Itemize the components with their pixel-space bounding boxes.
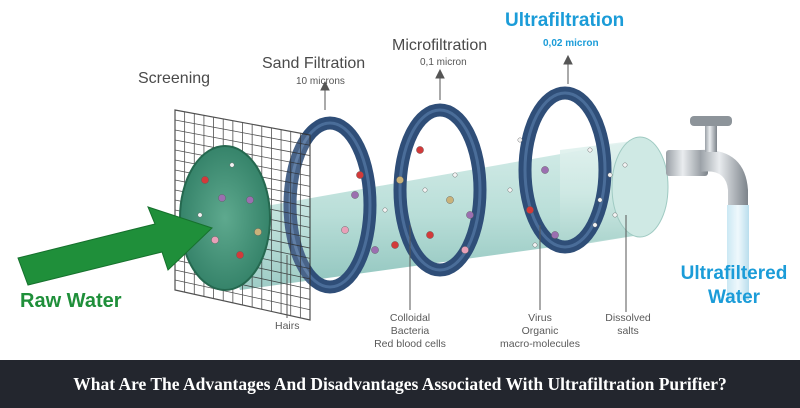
label-screening: Screening	[138, 70, 211, 87]
ring-microfiltration	[393, 103, 487, 277]
caption-colloidal-line3: Red blood cells	[374, 338, 446, 350]
particle	[507, 187, 513, 193]
label-microfiltration: Microfiltration	[392, 37, 488, 54]
caption-salts-line2: salts	[617, 325, 639, 337]
particle	[422, 187, 428, 193]
particle	[587, 147, 593, 153]
caption-colloidal-line2: Bacteria	[390, 325, 430, 337]
caption-virus: Virus Organic macro-molecules	[490, 312, 590, 351]
particle	[218, 194, 226, 202]
label-output-line1: Ultrafiltered	[680, 263, 788, 284]
caption-salts-line1: Dissolved	[605, 312, 651, 324]
filtration-diagram: Screening Sand Filtration 10 microns Mic…	[17, 10, 796, 351]
ring-sand-filtration	[283, 116, 377, 294]
particle	[197, 212, 203, 218]
particle	[526, 206, 534, 214]
caption-virus-line1: Virus	[528, 312, 552, 324]
particle	[597, 197, 603, 203]
tube-end-cap	[611, 136, 669, 238]
particle	[612, 212, 618, 218]
label-sand-filtration: Sand Filtration	[262, 55, 366, 72]
label-ultrafiltered-water: Ultrafiltered Water	[672, 262, 796, 310]
particle	[607, 172, 613, 178]
particle	[452, 172, 458, 178]
label-output-line2: Water	[707, 287, 761, 308]
title-banner: What Are The Advantages And Disadvantage…	[0, 360, 800, 408]
caption-virus-line3: macro-molecules	[500, 338, 580, 350]
particle	[592, 222, 598, 228]
particle	[254, 228, 262, 236]
caption-salts: Dissolved salts	[596, 312, 660, 338]
particle	[229, 162, 235, 168]
raw-water-arrow	[17, 206, 213, 286]
label-raw-water: Raw Water	[20, 290, 122, 312]
filter-tube	[215, 140, 640, 290]
particle	[356, 171, 364, 179]
label-micro-size: 0,1 micron	[420, 57, 467, 68]
particle	[351, 191, 359, 199]
label-ultra-size: 0,02 micron	[543, 38, 599, 49]
label-leaders	[286, 54, 627, 318]
particle	[391, 241, 399, 249]
caption-colloidal-line1: Colloidal	[389, 312, 431, 324]
particle	[541, 166, 549, 174]
particle	[201, 176, 209, 184]
caption-colloidal: Colloidal Bacteria Red blood cells	[370, 312, 450, 351]
faucet	[666, 116, 749, 300]
particle	[371, 246, 379, 254]
particle	[416, 146, 424, 154]
particle	[532, 242, 538, 248]
particle	[517, 137, 523, 143]
particle	[396, 176, 404, 184]
particle	[446, 196, 454, 204]
raw-water-face	[179, 145, 271, 291]
label-sand-size: 10 microns	[296, 76, 345, 87]
particle	[426, 231, 434, 239]
particle	[461, 246, 469, 254]
caption-virus-line2: Organic	[521, 325, 559, 337]
label-ultrafiltration: Ultrafiltration	[505, 10, 625, 31]
caption-hairs: Hairs	[275, 320, 300, 332]
particle	[382, 207, 388, 213]
particle	[236, 251, 244, 259]
diagram-graphic	[17, 54, 749, 321]
banner-title: What Are The Advantages And Disadvantage…	[73, 373, 727, 394]
particle	[341, 226, 349, 234]
particle	[211, 236, 219, 244]
particle	[551, 231, 559, 239]
particle	[466, 211, 474, 219]
particle	[622, 162, 628, 168]
particle	[246, 196, 254, 204]
ring-ultrafiltration	[518, 86, 612, 254]
